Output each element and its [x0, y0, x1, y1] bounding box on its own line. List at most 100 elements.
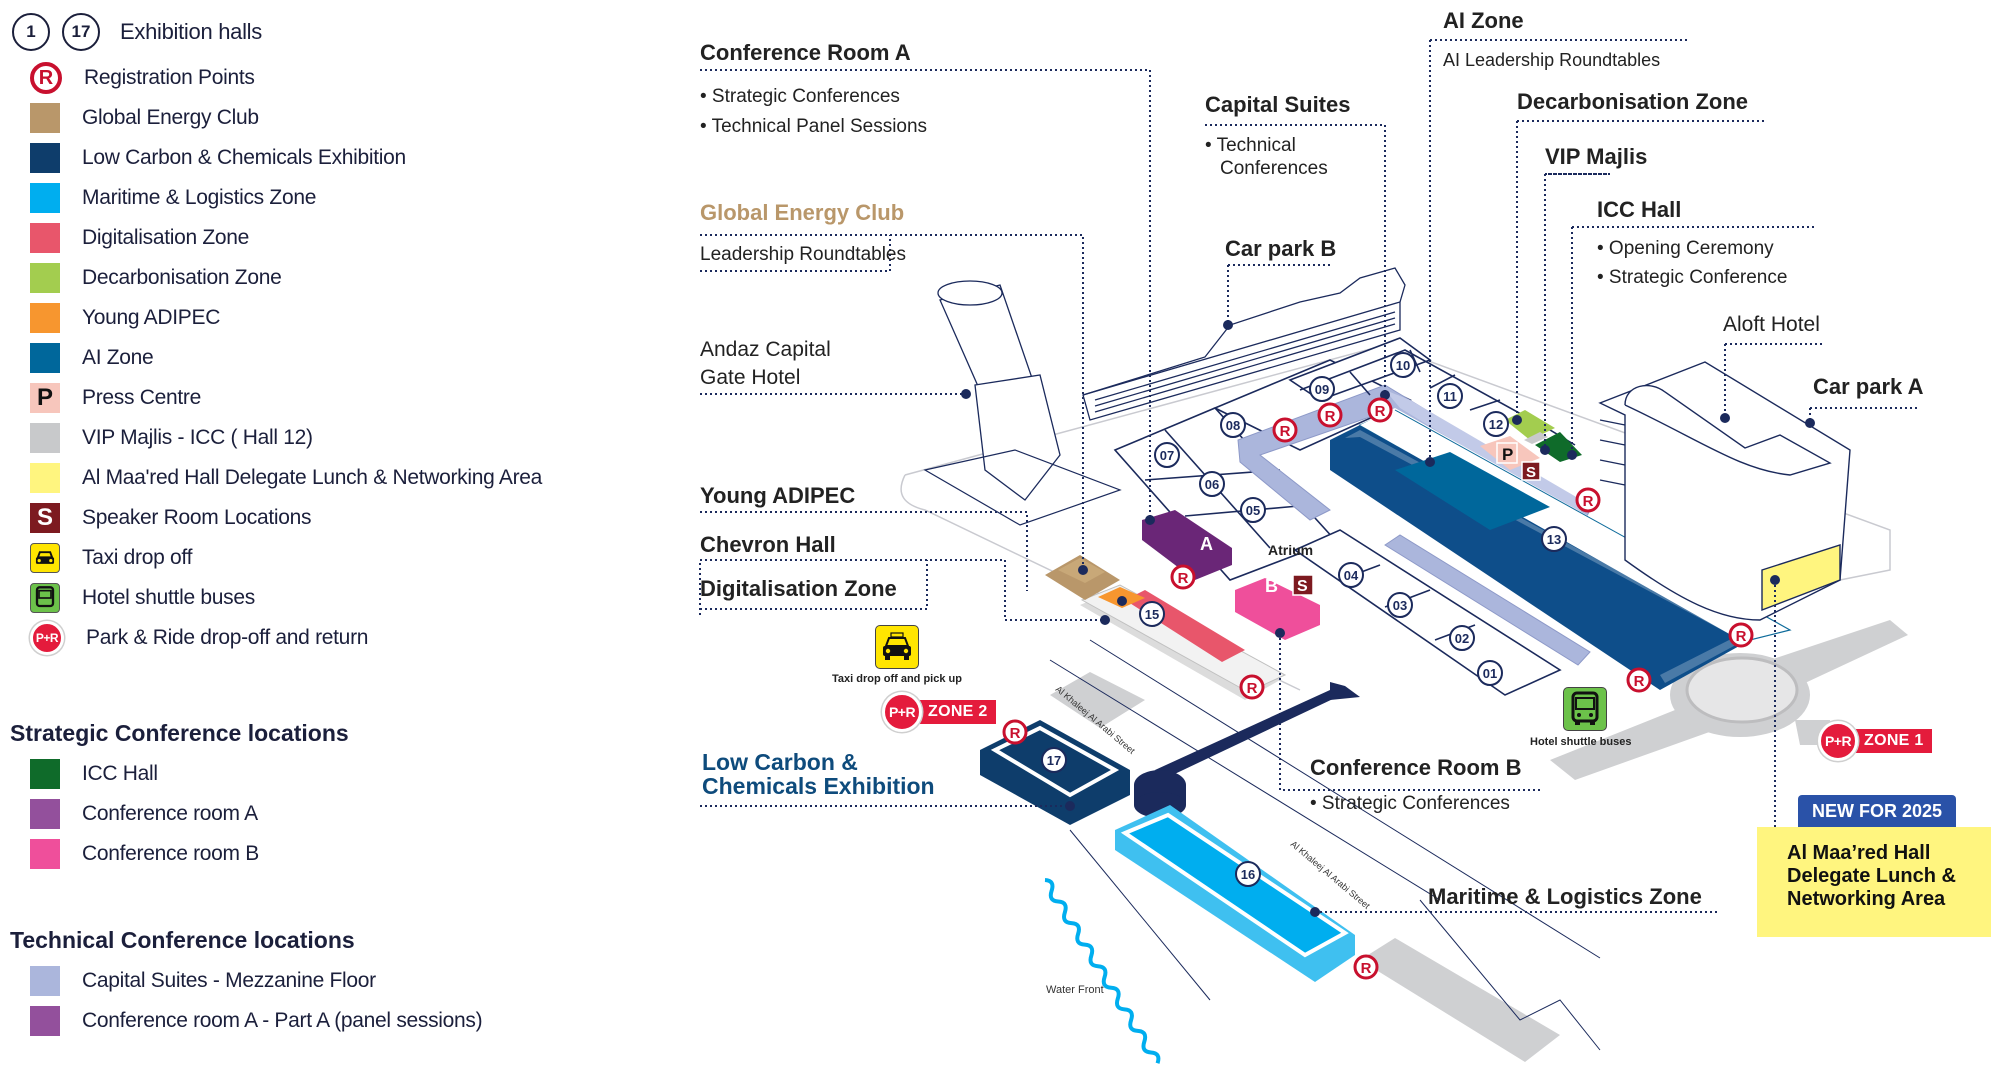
legend-label: Taxi drop off	[82, 546, 193, 569]
legend-label: Maritime & Logistics Zone	[82, 186, 317, 209]
callout-aloft-title: Aloft Hotel	[1723, 313, 1820, 336]
car-park-b-building	[1082, 267, 1406, 421]
technical-item: Capital Suites - Mezzanine Floor	[30, 965, 376, 997]
legend-item: Maritime & Logistics Zone	[30, 182, 316, 214]
hall-marker-09: 09	[1309, 376, 1335, 402]
svg-text:05: 05	[1246, 503, 1260, 518]
legend-label: Exhibition halls	[120, 19, 262, 44]
svg-text:R: R	[1247, 680, 1258, 697]
callout-low-carbon-line1: Low Carbon &	[702, 749, 858, 775]
svg-text:R: R	[1583, 493, 1594, 510]
legend-item: Young ADIPEC	[30, 302, 220, 334]
registration-point-marker: R	[1239, 674, 1265, 700]
legend-exhibition-halls: 1 17 Exhibition halls	[12, 13, 262, 51]
svg-text:03: 03	[1393, 598, 1407, 613]
zone-1-tag: ZONE 1	[1848, 729, 1932, 753]
hall-marker-15: 15	[1139, 601, 1165, 627]
callout-bullet: • Strategic Conferences	[700, 86, 900, 107]
svg-text:07: 07	[1160, 448, 1174, 463]
callout-conference-room-a-title: Conference Room A	[700, 40, 911, 65]
registration-point-marker: R	[1353, 954, 1379, 980]
legend-label: Hotel shuttle buses	[82, 586, 255, 609]
roads	[900, 344, 1908, 1062]
callout-conference-room-b-title: Conference Room B	[1310, 755, 1522, 780]
street-line	[1069, 829, 1211, 1001]
leader-dots	[961, 320, 1815, 917]
legend-label: Conference room A	[82, 802, 258, 825]
hall-marker-01: 01	[1477, 660, 1503, 686]
hall-marker-07: 07	[1154, 442, 1180, 468]
roundabout-inner	[1685, 656, 1799, 724]
svg-text:16: 16	[1241, 867, 1255, 882]
legend-label: Conference room A - Part A (panel sessio…	[82, 1009, 483, 1032]
strategic-item: Conference room B	[30, 838, 259, 870]
callout-global-energy-club-sub: Leadership Roundtables	[700, 244, 906, 265]
legend-color-swatch	[30, 1006, 60, 1036]
hall-number-icon: 17	[62, 13, 100, 51]
callout-andaz-line2: Gate Hotel	[700, 366, 801, 389]
callout-global-energy-club-title: Global Energy Club	[700, 200, 905, 225]
svg-text:R: R	[1375, 403, 1386, 420]
street-line	[1089, 639, 1601, 959]
hall-marker-04: 04	[1338, 562, 1364, 588]
ai-zone-area	[1395, 452, 1550, 530]
legend-item: Hotel shuttle buses	[30, 582, 255, 614]
park-ride-icon: P+R	[1818, 721, 1858, 761]
legend-label: Low Carbon & Chemicals Exhibition	[82, 146, 406, 169]
zone-2-tag: ZONE 2	[912, 700, 996, 724]
hall-marker-06: 06	[1199, 471, 1225, 497]
svg-text:02: 02	[1455, 631, 1469, 646]
legend-label: Global Energy Club	[82, 106, 259, 129]
maared-line: Delegate Lunch &	[1787, 865, 1956, 887]
maared-line: Networking Area	[1787, 888, 1946, 910]
hall-number-icon: 1	[12, 13, 50, 51]
svg-text:S: S	[1526, 464, 1536, 481]
legend-label: Decarbonisation Zone	[82, 266, 282, 289]
andaz-tower	[923, 280, 1122, 526]
strategic-item: Conference room A	[30, 798, 258, 830]
callout-ai-zone-sub: AI Leadership Roundtables	[1443, 50, 1661, 70]
road-roundabout-arm-west	[1550, 700, 1715, 780]
hall-marker-10: 10	[1390, 352, 1416, 378]
callout-car-park-a-title: Car park A	[1813, 374, 1924, 399]
technical-item: Conference room A - Part A (panel sessio…	[30, 1005, 483, 1037]
legend-color-swatch	[30, 966, 60, 996]
capital-suites-bar	[1384, 534, 1591, 666]
callout-capital-suites-title: Capital Suites	[1205, 92, 1351, 117]
svg-text:11: 11	[1443, 389, 1457, 404]
callout-vip-majlis-title: VIP Majlis	[1545, 144, 1648, 169]
hall-marker-12: 12	[1483, 411, 1509, 437]
bus-icon	[30, 583, 60, 613]
new-for-2025-badge: NEW FOR 2025	[1798, 795, 1956, 827]
svg-text:12: 12	[1489, 417, 1503, 432]
svg-text:10: 10	[1396, 358, 1410, 373]
water-waves	[1044, 878, 1161, 1064]
road-zone2	[1050, 672, 1145, 728]
callout-low-carbon-line2: Chemicals Exhibition	[702, 773, 935, 799]
svg-text:R: R	[1361, 960, 1372, 977]
callout-bullet: • Strategic Conference	[1597, 267, 1788, 288]
legend-color-swatch	[30, 103, 60, 133]
taxi-label: Taxi drop off and pick up	[832, 673, 962, 685]
svg-text:R: R	[1178, 570, 1189, 587]
svg-text:15: 15	[1145, 607, 1159, 622]
legend-item: VIP Majlis - ICC ( Hall 12)	[30, 422, 313, 454]
legend-color-swatch	[30, 343, 60, 373]
hall-marker-03: 03	[1387, 592, 1413, 618]
svg-text:P: P	[1502, 445, 1513, 464]
park-ride-icon: P+R	[882, 692, 922, 732]
strategic-heading: Strategic Conference locations	[10, 720, 349, 746]
strategic-item: ICC Hall	[30, 758, 158, 790]
speaker-icon: S	[30, 503, 60, 533]
registration-point-marker: R	[1272, 417, 1298, 443]
callout-al-maared-hall: Al Maa’red Hall Delegate Lunch & Network…	[1757, 827, 1991, 937]
svg-text:04: 04	[1344, 568, 1359, 583]
legend-color-swatch	[30, 423, 60, 453]
callout-bullet: • Opening Ceremony	[1597, 238, 1774, 259]
press-icon: P	[30, 383, 60, 413]
